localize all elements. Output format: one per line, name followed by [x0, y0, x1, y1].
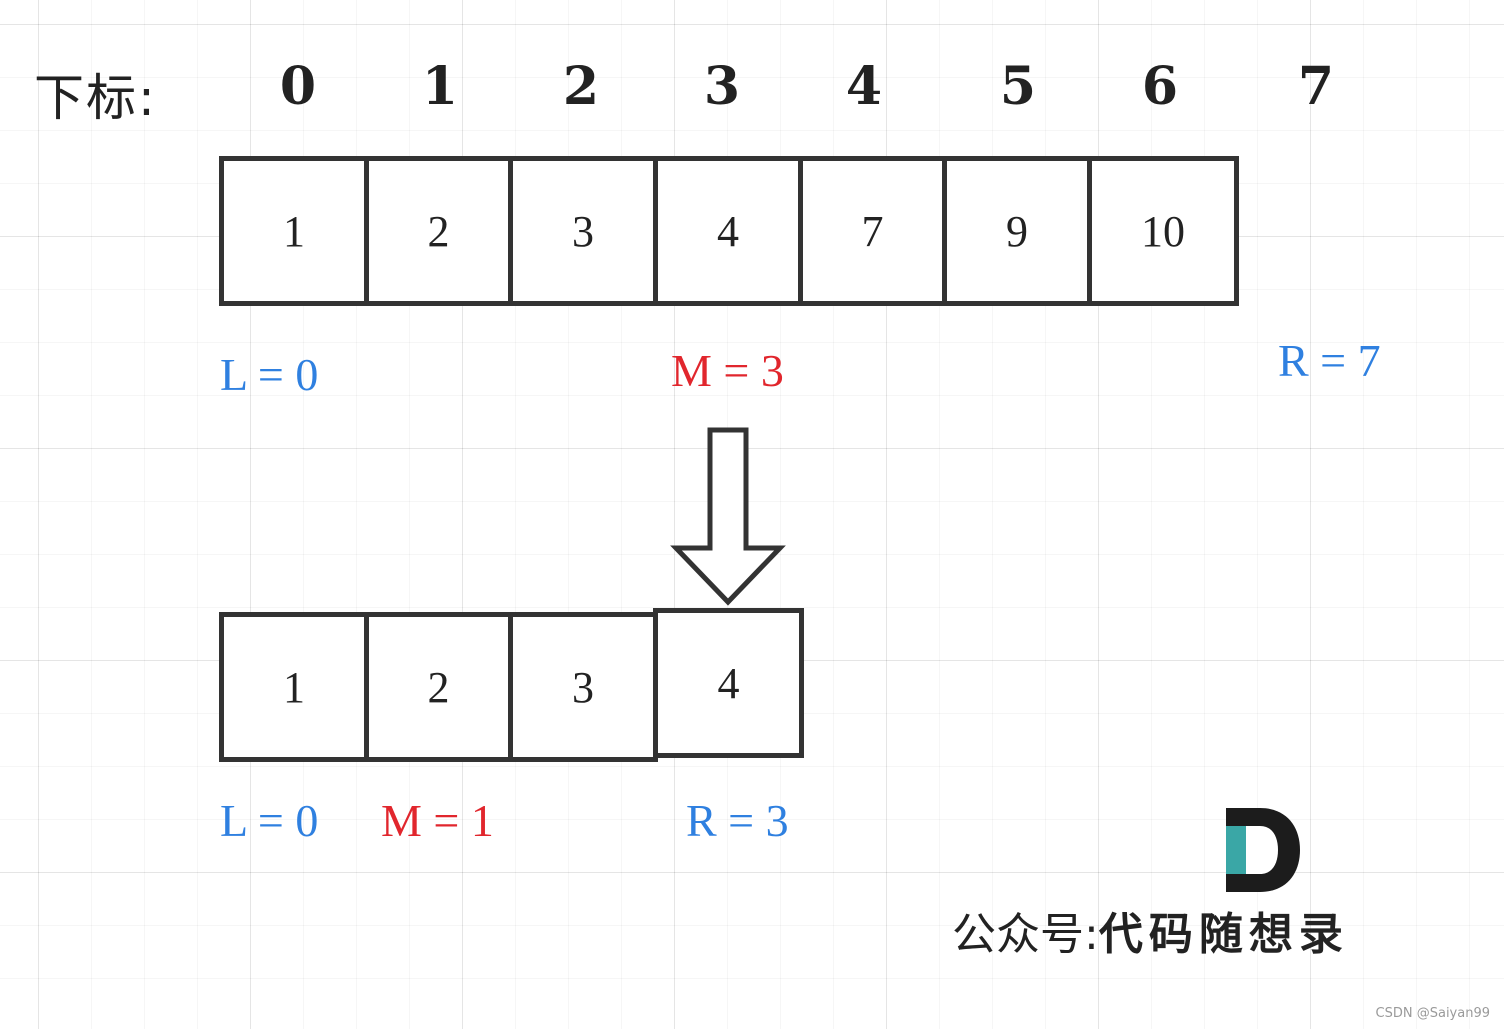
bottom-right-pointer: R = 3 [686, 795, 789, 846]
bottom-array-cell: 3 [508, 612, 658, 762]
top-left-pointer: L = 0 [220, 349, 319, 400]
watermark-prefix: 公众号: [952, 909, 1099, 960]
index-2: 2 [562, 56, 600, 117]
bottom-array: 1 2 3 4 [219, 608, 804, 763]
index-label: 下标: [34, 69, 157, 127]
source-credit: CSDN @Saiyan99 [1375, 1006, 1490, 1021]
top-array-cell: 2 [364, 156, 513, 306]
brand-logo-icon [1226, 808, 1300, 892]
index-4: 4 [845, 56, 883, 117]
bottom-array-cell: 1 [219, 612, 369, 762]
top-array-cell: 9 [942, 156, 1092, 306]
watermark-text: 公众号:代码随想录 [952, 898, 1349, 962]
top-array-cell: 3 [508, 156, 658, 306]
top-array-cell: 7 [798, 156, 947, 306]
index-7: 7 [1297, 56, 1335, 117]
index-0: 0 [279, 56, 317, 117]
top-array: 1 2 3 4 7 9 10 [219, 156, 1239, 306]
bottom-array-cell: 2 [364, 612, 513, 762]
bottom-left-pointer: L = 0 [220, 795, 319, 846]
watermark-brand: 代码随想录 [1098, 909, 1349, 960]
top-right-pointer: R = 7 [1278, 335, 1381, 386]
index-6: 6 [1141, 56, 1179, 117]
bottom-array-cell: 4 [653, 608, 804, 758]
index-5: 5 [999, 56, 1037, 117]
bottom-mid-pointer: M = 1 [381, 795, 494, 846]
down-arrow-icon [670, 427, 786, 606]
top-array-cell: 10 [1087, 156, 1239, 306]
top-array-cell: 1 [219, 156, 369, 306]
index-3: 3 [703, 56, 741, 117]
top-mid-pointer: M = 3 [671, 345, 784, 396]
index-1: 1 [421, 56, 459, 117]
top-array-cell: 4 [653, 156, 803, 306]
